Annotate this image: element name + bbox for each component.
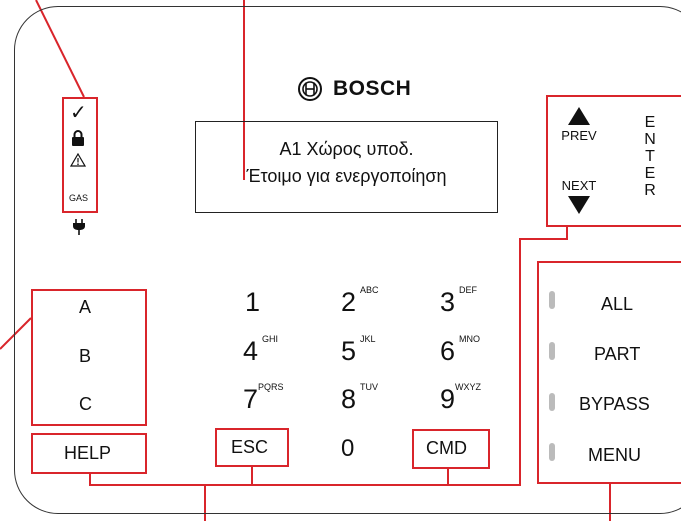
- function-key-b[interactable]: B: [79, 346, 92, 366]
- key-digit: 5: [341, 336, 357, 366]
- key-digit: 7: [243, 384, 259, 414]
- lcd-display: A1 Χώρος υποδ. Έτοιμο για ενεργοποίηση: [195, 121, 498, 213]
- part-button[interactable]: PART: [594, 344, 641, 364]
- key-letters: WXYZ: [455, 382, 482, 392]
- keypad-panel: [14, 6, 681, 514]
- key-digit: 2: [341, 287, 357, 317]
- enter-letter: R: [644, 182, 656, 199]
- mode-keys-group: [537, 261, 681, 484]
- check-icon: ✓: [70, 102, 87, 124]
- key-letters: ABC: [360, 285, 379, 295]
- nav-cluster: [546, 95, 681, 227]
- all-button[interactable]: ALL: [601, 294, 634, 314]
- enter-letter: N: [644, 131, 656, 148]
- warning-icon: [70, 153, 86, 167]
- key-digit: 8: [341, 384, 357, 414]
- status-icons-group: [62, 97, 98, 213]
- function-key-c[interactable]: C: [79, 394, 92, 414]
- key-0[interactable]: 0: [341, 435, 354, 463]
- brand-logo: BOSCH: [297, 76, 411, 102]
- next-button[interactable]: NEXT: [557, 178, 601, 220]
- bypass-button[interactable]: BYPASS: [579, 394, 650, 414]
- menu-button[interactable]: MENU: [588, 445, 641, 465]
- status-led: [549, 393, 555, 411]
- key-digit: 9: [440, 384, 456, 414]
- cmd-button[interactable]: [412, 429, 490, 469]
- key-digit: 6: [440, 336, 456, 366]
- key-9[interactable]: 9WXYZ: [440, 382, 482, 415]
- display-line-2: Έτοιμο για ενεργοποίηση: [246, 166, 447, 186]
- key-digit: 1: [245, 287, 261, 317]
- function-keys-group: [31, 289, 147, 426]
- cmd-label: CMD: [426, 438, 467, 458]
- prev-label: PREV: [561, 128, 597, 143]
- function-key-a[interactable]: A: [79, 297, 92, 317]
- arrow-down-icon: [568, 196, 590, 214]
- status-led: [549, 291, 555, 309]
- next-label: NEXT: [561, 178, 597, 193]
- key-digit: 4: [243, 336, 259, 366]
- help-button[interactable]: [31, 433, 147, 474]
- bosch-logo-icon: [298, 77, 322, 101]
- lock-icon: [72, 130, 84, 146]
- enter-letter: E: [644, 165, 656, 182]
- arrow-up-icon: [568, 107, 590, 125]
- key-letters: PQRS: [258, 382, 284, 392]
- enter-letter: T: [645, 148, 655, 165]
- prev-button[interactable]: PREV: [557, 106, 601, 152]
- gas-label: GAS: [69, 193, 89, 203]
- key-7[interactable]: 7PQRS: [243, 382, 284, 415]
- esc-button[interactable]: [215, 428, 289, 467]
- key-letters: JKL: [360, 334, 376, 344]
- enter-letter: E: [644, 114, 656, 131]
- key-letters: GHI: [262, 334, 279, 344]
- key-letters: MNO: [459, 334, 481, 344]
- key-digit: 3: [440, 287, 456, 317]
- esc-label: ESC: [231, 437, 269, 457]
- help-label: HELP: [64, 443, 112, 463]
- key-letters: TUV: [360, 382, 379, 392]
- power-plug-icon: [73, 219, 85, 235]
- enter-button[interactable]: E N T E R: [642, 114, 658, 199]
- key-letters: DEF: [459, 285, 478, 295]
- status-led: [549, 443, 555, 461]
- key-digit: 0: [341, 435, 355, 462]
- status-led: [549, 342, 555, 360]
- display-line-1: A1 Χώρος υποδ.: [279, 139, 414, 159]
- brand-name: BOSCH: [333, 77, 412, 100]
- key-1[interactable]: 1: [245, 287, 260, 318]
